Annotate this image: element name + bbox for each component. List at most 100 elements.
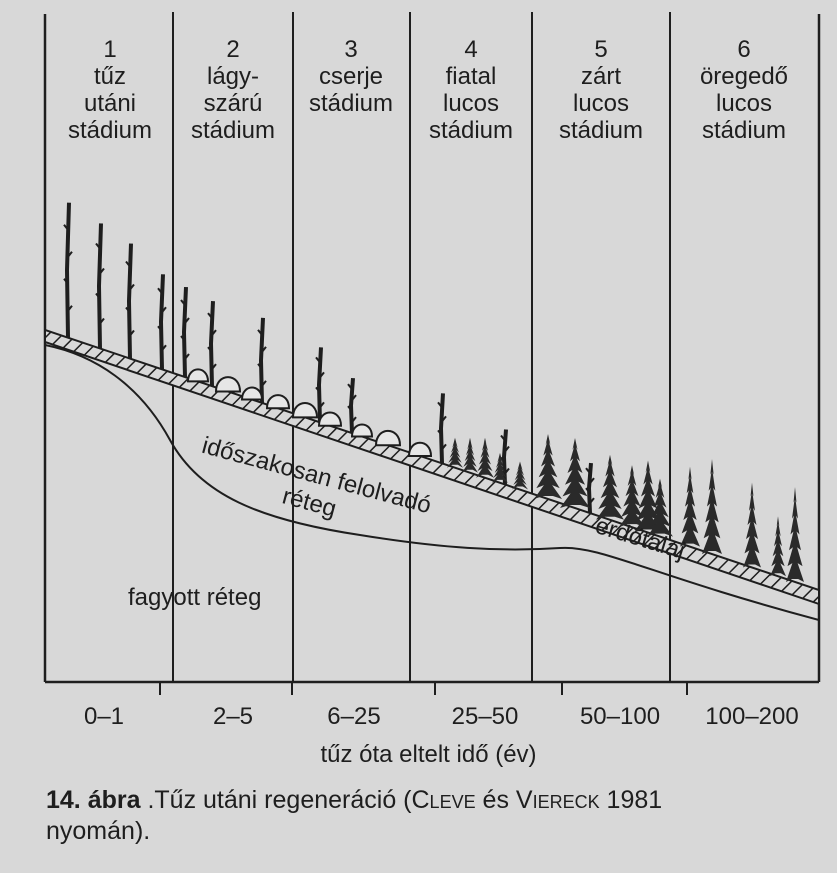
- snag-branch: [211, 363, 217, 370]
- shrub: [317, 411, 343, 427]
- caption-year: 1981: [599, 786, 663, 814]
- caption-author2: Viereck: [515, 786, 600, 814]
- frozen-layer-text: fagyott réteg: [128, 584, 262, 611]
- spruce-tree: [680, 466, 700, 547]
- snag-branch: [441, 415, 447, 422]
- stage-name-line: stádium: [558, 117, 644, 144]
- stage-name-line: lucos: [572, 90, 630, 117]
- snag-branch: [347, 383, 353, 390]
- caption-connector: és: [475, 786, 516, 814]
- shrub: [265, 394, 291, 410]
- dead-snag: [438, 393, 445, 464]
- stage-name-line: cserje: [318, 63, 384, 90]
- stage-number: 3: [344, 36, 358, 63]
- dead-snag: [158, 274, 165, 370]
- spruce-tree: [462, 437, 478, 473]
- snag-branch: [319, 401, 325, 409]
- snag-branch: [95, 292, 101, 300]
- snag-branch: [125, 306, 131, 314]
- spruce-tree: [560, 438, 590, 509]
- stage-name-line: stádium: [67, 117, 153, 144]
- x-axis-title: tűz óta eltelt idő (év): [320, 741, 537, 768]
- snag-branch: [315, 356, 321, 364]
- snag-branch: [184, 353, 190, 360]
- snag-branch: [261, 346, 267, 353]
- shrub: [186, 368, 210, 383]
- stage-number: 5: [594, 36, 608, 63]
- stage-number: 6: [737, 36, 751, 63]
- snag-branch: [585, 467, 591, 474]
- forest-floor-strip: [45, 328, 819, 606]
- spruce-tree: [743, 482, 761, 568]
- stage-name-line: stádium: [428, 117, 514, 144]
- snag-branch: [161, 344, 167, 351]
- dead-snag: [64, 202, 71, 338]
- x-tick-label: 2–5: [212, 703, 254, 730]
- caption-title: .Tűz utáni regeneráció (: [140, 786, 412, 814]
- shrub: [350, 423, 374, 438]
- snag-branch: [315, 386, 321, 394]
- snag-branch: [500, 434, 506, 442]
- shrub: [240, 386, 264, 401]
- stage-number: 2: [226, 36, 240, 63]
- spruce-tree: [596, 454, 624, 520]
- figure-caption: 14. ábra .Tűz utáni regeneráció (Cleve é…: [46, 785, 826, 847]
- spruce-tree: [786, 486, 804, 582]
- snag-branch: [319, 371, 325, 379]
- dead-snag: [586, 462, 593, 514]
- stage-name-line: utáni: [83, 90, 137, 117]
- snag-branch: [161, 306, 167, 313]
- dead-snag: [316, 347, 323, 423]
- snag-branch: [184, 317, 190, 324]
- snag-branch: [351, 394, 357, 401]
- spruce-tree: [534, 433, 562, 499]
- snag-branch: [504, 445, 510, 453]
- snag-branch: [441, 443, 447, 450]
- caption-line2: nyomán).: [46, 817, 151, 845]
- snag-branch: [67, 305, 73, 312]
- snag-branch: [347, 405, 353, 412]
- snag-branch: [95, 242, 101, 250]
- shrub: [374, 429, 402, 447]
- frozen-layer-label: fagyott réteg: [128, 584, 261, 612]
- dead-snag: [181, 286, 188, 378]
- snag-branch: [180, 299, 186, 306]
- snag-branch: [437, 401, 443, 408]
- dead-snag: [258, 317, 265, 403]
- stage-name-line: stádium: [701, 117, 787, 144]
- stage-name-line: stádium: [308, 90, 394, 117]
- snag-branch: [257, 329, 263, 336]
- snag-branch: [67, 251, 73, 258]
- dead-snag: [126, 243, 133, 359]
- frozen-layer-boundary: [45, 344, 819, 621]
- x-axis-ticks: [159, 682, 688, 695]
- spruce-tree: [447, 437, 463, 468]
- shrub: [407, 441, 433, 457]
- snag-branch: [589, 497, 595, 504]
- snag-branch: [129, 329, 135, 337]
- snag-branch: [63, 224, 69, 231]
- snag-branch: [261, 380, 267, 387]
- x-tick-label: 100–200: [705, 703, 799, 730]
- x-tick-label: 50–100: [579, 703, 661, 730]
- snag-branch: [157, 287, 163, 294]
- spruce-tree: [492, 452, 508, 483]
- snag-branch: [207, 312, 213, 319]
- spruce-tree: [647, 478, 673, 537]
- shrub: [214, 376, 242, 393]
- x-tick-label: 25–50: [451, 703, 519, 730]
- stage-name-line: szárú: [203, 90, 263, 117]
- dead-snag: [208, 301, 215, 387]
- vegetation: [63, 202, 804, 582]
- snag-branch: [504, 467, 510, 475]
- stage-number: 1: [103, 36, 117, 63]
- stage-name-line: öregedő: [699, 63, 789, 90]
- stage-name-line: stádium: [190, 117, 276, 144]
- stage-dividers: [172, 12, 671, 682]
- snag-branch: [129, 283, 135, 291]
